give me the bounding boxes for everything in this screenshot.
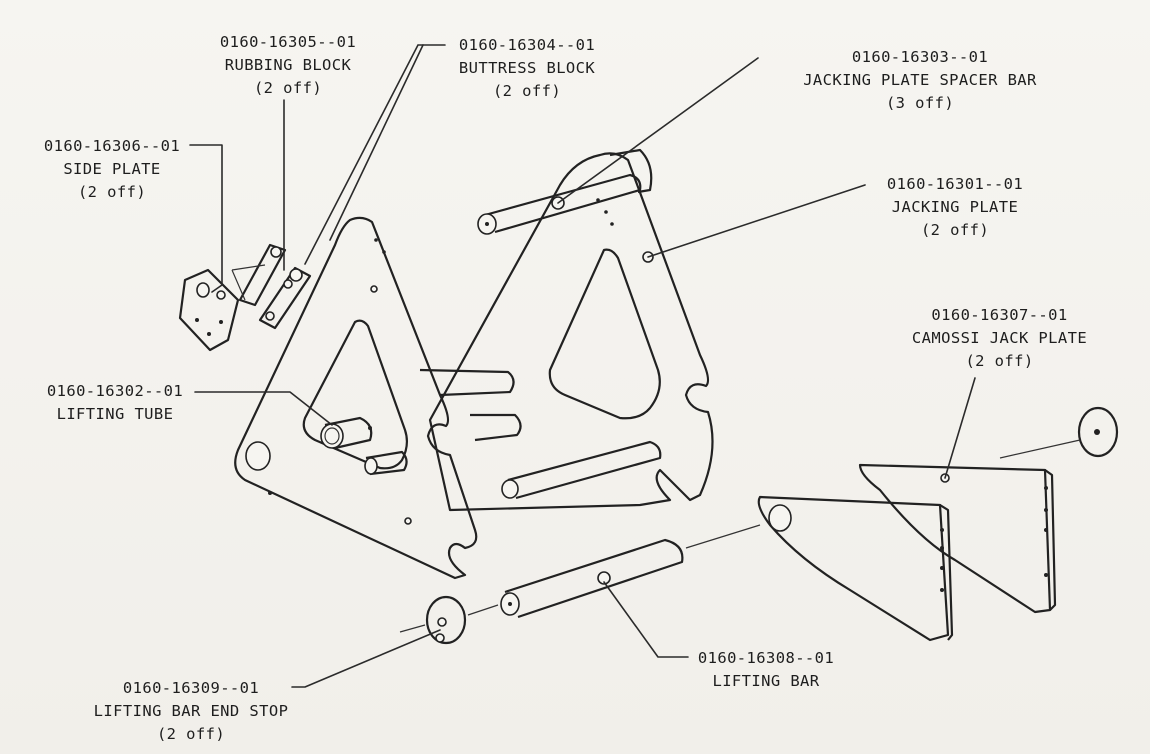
end-stop-part — [399, 595, 467, 645]
part-number: 0160-16304--01 — [458, 36, 596, 54]
part-name: JACKING PLATE — [891, 198, 1019, 216]
part-qty: (2 off) — [253, 79, 323, 97]
part-name: JACKING PLATE SPACER BAR — [803, 71, 1037, 89]
side-plate-part — [178, 268, 240, 352]
part-number: 0160-16305--01 — [219, 33, 357, 51]
label-lifting-tube: 0160-16302--01 LIFTING TUBE — [25, 380, 205, 426]
camossi-jack-plates — [757, 406, 1119, 642]
part-name: CAMOSSI JACK PLATE — [911, 329, 1088, 347]
part-number: 0160-16307--01 — [931, 306, 1068, 324]
part-name: SIDE PLATE — [63, 160, 161, 178]
front-jacking-plate — [234, 216, 478, 580]
part-name: LIFTING BAR END STOP — [93, 702, 289, 720]
part-qty: (2 off) — [965, 352, 1034, 370]
part-name: LIFTING BAR — [712, 672, 820, 690]
part-name: RUBBING BLOCK — [224, 56, 352, 74]
label-jacking-plate: 0160-16301--01 JACKING PLATE (2 off) — [855, 173, 1055, 242]
label-buttress-block: 0160-16304--01 BUTTRESS BLOCK (2 off) — [432, 34, 622, 103]
label-camossi-jack-plate: 0160-16307--01 CAMOSSI JACK PLATE (2 off… — [892, 304, 1107, 373]
part-number: 0160-16306--01 — [43, 137, 181, 155]
label-spacer-bar: 0160-16303--01 JACKING PLATE SPACER BAR … — [780, 46, 1060, 115]
part-qty: (2 off) — [492, 82, 562, 100]
spacer-bars — [419, 148, 662, 500]
rubbing-block-part — [231, 243, 312, 330]
part-number: 0160-16302--01 — [46, 382, 184, 400]
part-qty: (3 off) — [885, 94, 955, 112]
part-qty: (2 off) — [156, 725, 226, 743]
rear-jacking-plate — [428, 152, 714, 512]
part-number: 0160-16309--01 — [122, 679, 260, 697]
part-name: BUTTRESS BLOCK — [458, 59, 596, 77]
part-qty: (2 off) — [77, 183, 147, 201]
part-number: 0160-16303--01 — [851, 48, 989, 66]
part-number: 0160-16308--01 — [697, 649, 835, 667]
label-rubbing-block: 0160-16305--01 RUBBING BLOCK (2 off) — [198, 31, 378, 100]
lifting-tube-part — [320, 416, 408, 476]
label-side-plate: 0160-16306--01 SIDE PLATE (2 off) — [22, 135, 202, 204]
part-qty: (2 off) — [920, 221, 990, 239]
label-lifting-bar: 0160-16308--01 LIFTING BAR — [676, 647, 856, 693]
leader-lines — [189, 44, 976, 688]
lifting-bar-part — [467, 524, 761, 619]
label-lifting-bar-end-stop: 0160-16309--01 LIFTING BAR END STOP (2 o… — [66, 677, 316, 746]
part-number: 0160-16301--01 — [886, 175, 1024, 193]
part-name: LIFTING TUBE — [56, 405, 174, 423]
